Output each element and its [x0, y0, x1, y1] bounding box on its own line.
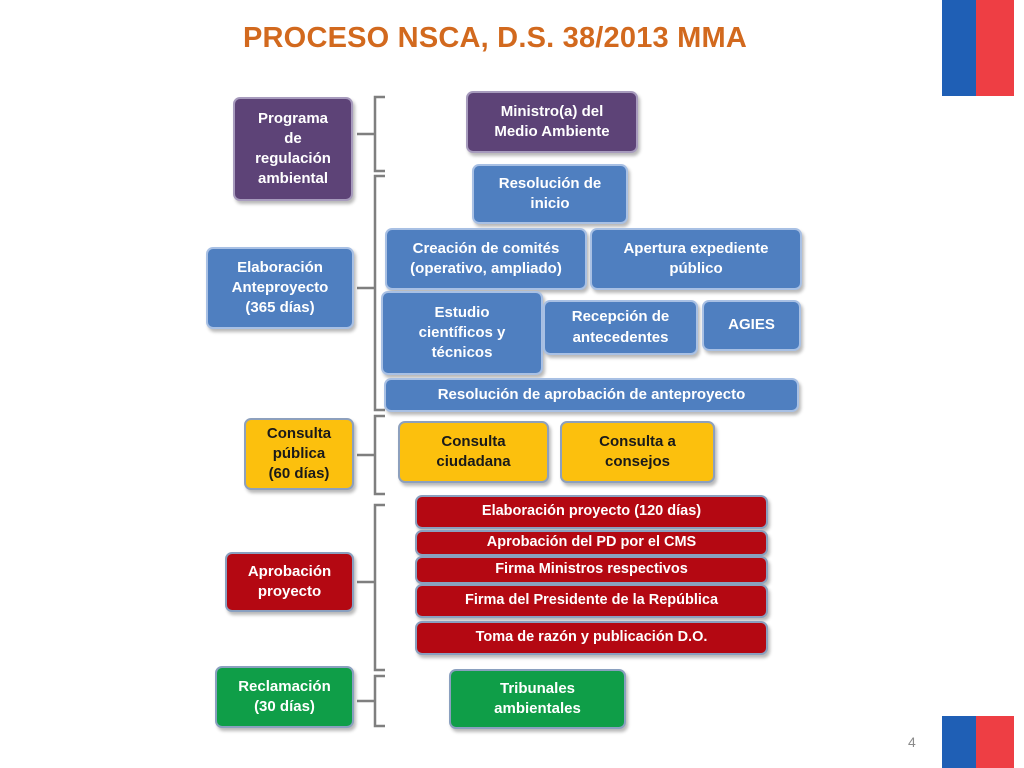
- page-title: PROCESO NSCA, D.S. 38/2013 MMA: [243, 22, 747, 54]
- step-agies: AGIES: [702, 300, 801, 351]
- stage-programa-regulacion: Programa de regulación ambiental: [233, 97, 353, 201]
- step-consulta-ciudadana: Consulta ciudadana: [398, 421, 549, 483]
- step-ministro: Ministro(a) del Medio Ambiente: [466, 91, 638, 153]
- stage-reclamacion: Reclamación (30 días): [215, 666, 354, 728]
- step-resolucion-aprobacion: Resolución de aprobación de anteproyecto: [384, 378, 799, 412]
- step-firma-presidente: Firma del Presidente de la República: [415, 584, 768, 618]
- step-apertura-expediente: Apertura expediente público: [590, 228, 802, 290]
- step-creacion-comites: Creación de comités (operativo, ampliado…: [385, 228, 587, 290]
- stage-aprobacion-proyecto: Aprobación proyecto: [225, 552, 354, 612]
- step-elaboracion-proyecto: Elaboración proyecto (120 días): [415, 495, 768, 529]
- stage-elaboracion-anteproyecto: Elaboración Anteproyecto (365 días): [206, 247, 354, 329]
- step-consulta-consejos: Consulta a consejos: [560, 421, 715, 483]
- step-tribunales: Tribunales ambientales: [449, 669, 626, 729]
- step-aprobacion-pd: Aprobación del PD por el CMS: [415, 530, 768, 556]
- page-number: 4: [908, 734, 916, 750]
- step-resolucion-inicio: Resolución de inicio: [472, 164, 628, 224]
- step-recepcion-antecedentes: Recepción de antecedentes: [543, 300, 698, 355]
- flag-bottom: [942, 716, 1014, 768]
- step-estudios: Estudio científicos y técnicos: [381, 291, 543, 375]
- step-toma-razon: Toma de razón y publicación D.O.: [415, 621, 768, 655]
- flag-top: [942, 0, 1014, 96]
- step-firma-ministros: Firma Ministros respectivos: [415, 556, 768, 584]
- stage-consulta-publica: Consulta pública (60 días): [244, 418, 354, 490]
